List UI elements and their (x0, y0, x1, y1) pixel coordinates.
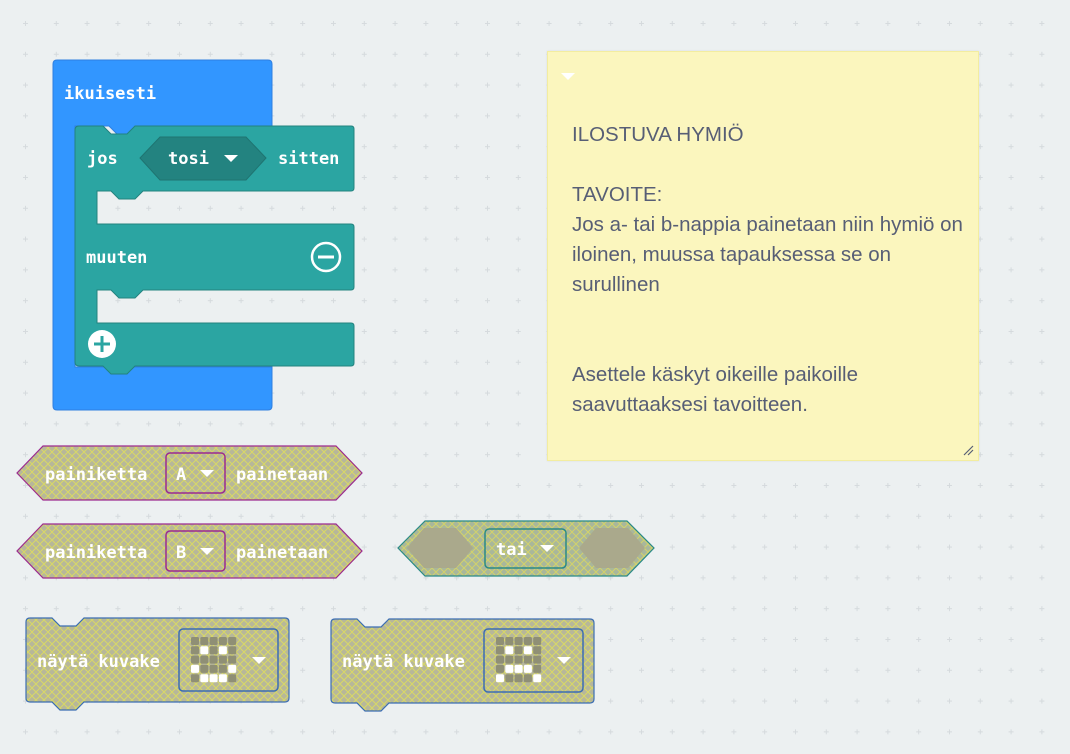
led-pixel (228, 664, 237, 673)
led-matrix-sad-icon (496, 637, 542, 683)
forever-label: ikuisesti (64, 84, 156, 104)
led-pixel (505, 674, 514, 683)
led-pixel (191, 664, 199, 673)
button-b-pressed-block[interactable]: painiketta B painetaan (16, 523, 363, 579)
led-pixel (209, 646, 218, 655)
button-b-suffix: painetaan (236, 543, 328, 563)
led-pixel (209, 637, 218, 645)
led-pixel (200, 655, 209, 664)
led-pixel (523, 664, 532, 673)
led-pixel (533, 655, 542, 664)
led-pixel (496, 637, 504, 645)
led-pixel (533, 637, 542, 645)
led-matrix-happy-icon (191, 637, 237, 683)
led-pixel (505, 646, 514, 655)
chevron-down-icon (557, 657, 571, 664)
led-pixel (514, 646, 523, 655)
led-pixel (218, 646, 227, 655)
show-icon-label-2: näytä kuvake (342, 652, 465, 672)
led-pixel (200, 646, 209, 655)
led-pixel (514, 674, 523, 683)
led-pixel (218, 674, 227, 683)
collapse-note-icon[interactable] (561, 72, 575, 82)
remove-else-button[interactable] (310, 241, 342, 273)
led-pixel (523, 674, 532, 683)
add-else-if-button[interactable] (88, 330, 116, 358)
or-block[interactable]: tai (397, 520, 655, 577)
icon-dropdown-1[interactable] (178, 628, 279, 692)
or-right-slot[interactable] (579, 528, 645, 568)
show-icon-block-2[interactable]: näytä kuvake (330, 618, 595, 712)
led-pixel (514, 655, 523, 664)
led-pixel (496, 646, 504, 655)
led-pixel (533, 674, 542, 683)
led-pixel (496, 655, 504, 664)
note-text[interactable]: ILOSTUVA HYMIÖ TAVOITE: Jos a- tai b-nap… (572, 123, 963, 416)
led-pixel (533, 646, 542, 655)
led-pixel (523, 646, 532, 655)
led-pixel (228, 637, 237, 645)
if-else-block[interactable]: jos sitten muuten tosi (74, 125, 355, 375)
condition-value: tosi (168, 149, 209, 169)
led-pixel (514, 664, 523, 673)
button-b-value: B (176, 543, 186, 563)
led-pixel (514, 637, 523, 645)
or-label: tai (496, 540, 527, 560)
led-pixel (228, 655, 237, 664)
led-pixel (191, 674, 199, 683)
led-pixel (209, 655, 218, 664)
chevron-down-icon (200, 548, 214, 555)
show-icon-label-1: näytä kuvake (37, 652, 160, 672)
or-left-slot[interactable] (407, 528, 473, 568)
led-pixel (200, 664, 209, 673)
led-pixel (533, 664, 542, 673)
led-pixel (496, 664, 504, 673)
led-pixel (191, 637, 199, 645)
led-pixel (228, 674, 237, 683)
led-pixel (496, 674, 504, 683)
button-a-prefix: painiketta (45, 465, 147, 485)
led-pixel (523, 637, 532, 645)
led-pixel (218, 664, 227, 673)
led-pixel (200, 637, 209, 645)
else-label: muuten (86, 248, 147, 268)
led-pixel (523, 655, 532, 664)
chevron-down-icon (252, 657, 266, 664)
forever-block[interactable]: ikuisesti (52, 59, 273, 411)
comment-note[interactable]: ILOSTUVA HYMIÖ TAVOITE: Jos a- tai b-nap… (547, 51, 979, 461)
or-operator-dropdown[interactable]: tai (484, 528, 567, 569)
chevron-down-icon (200, 470, 214, 477)
button-a-suffix: painetaan (236, 465, 328, 485)
button-b-dropdown[interactable]: B (165, 530, 226, 572)
icon-dropdown-2[interactable] (483, 628, 584, 693)
resize-handle-icon[interactable] (962, 444, 974, 456)
led-pixel (505, 637, 514, 645)
button-b-prefix: painiketta (45, 543, 147, 563)
button-a-pressed-block[interactable]: painiketta A painetaan (16, 445, 363, 501)
led-pixel (209, 674, 218, 683)
button-a-value: A (176, 465, 186, 485)
led-pixel (228, 646, 237, 655)
led-pixel (505, 655, 514, 664)
led-pixel (191, 646, 199, 655)
show-icon-block-1[interactable]: näytä kuvake (25, 617, 290, 711)
condition-dropdown[interactable]: tosi (139, 136, 267, 181)
led-pixel (218, 637, 227, 645)
led-pixel (209, 664, 218, 673)
then-label: sitten (278, 149, 339, 169)
chevron-down-icon (540, 545, 554, 552)
chevron-down-icon (224, 155, 238, 162)
led-pixel (191, 655, 199, 664)
if-label: jos (87, 149, 118, 169)
led-pixel (505, 664, 514, 673)
led-pixel (218, 655, 227, 664)
led-pixel (200, 674, 209, 683)
button-a-dropdown[interactable]: A (165, 452, 226, 494)
